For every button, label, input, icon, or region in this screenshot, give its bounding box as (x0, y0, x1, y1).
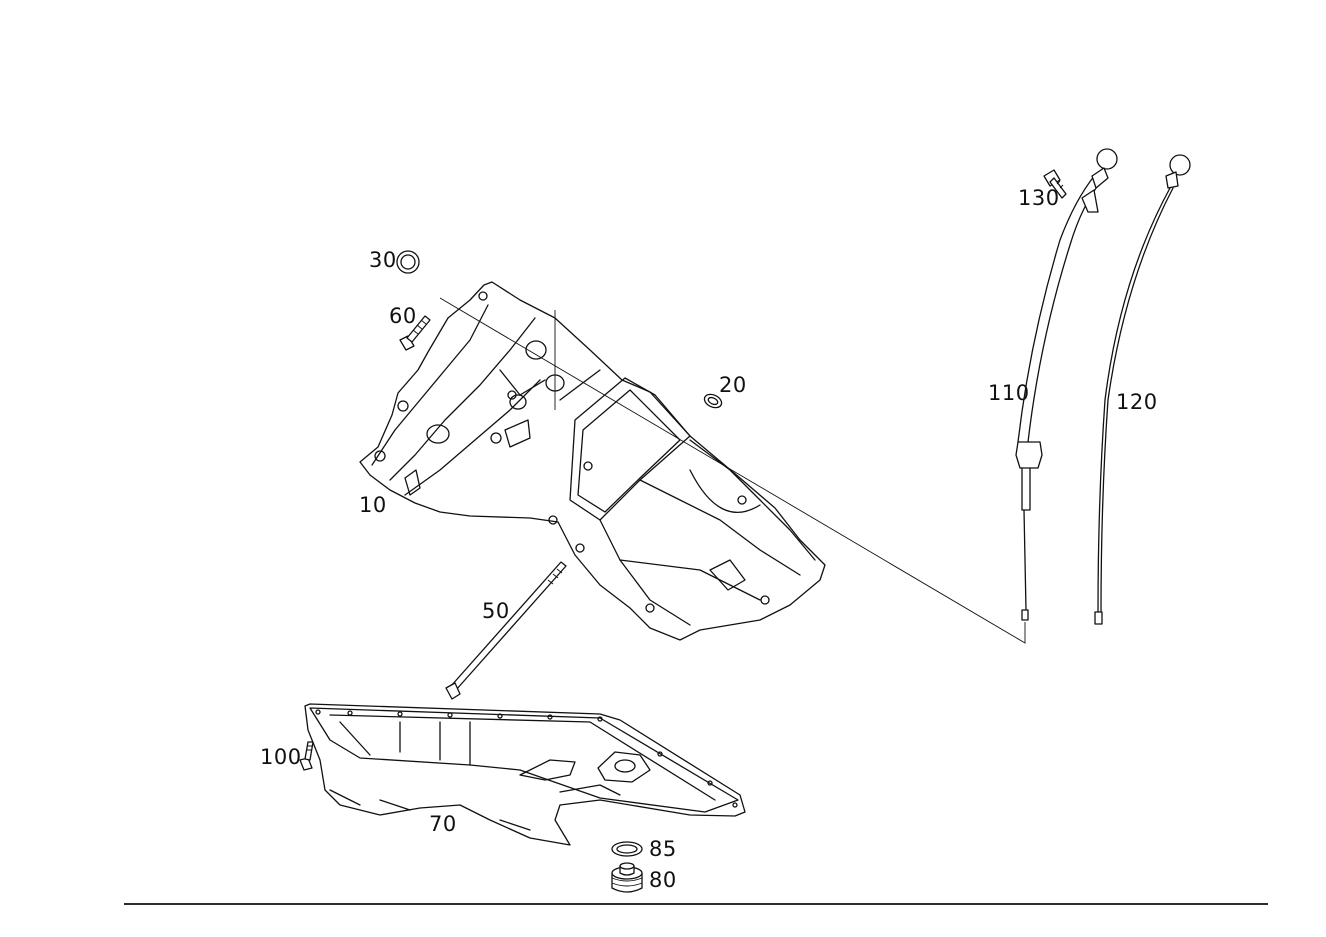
part-10-upper-oil-pan[interactable] (359, 281, 826, 641)
part-30-plug[interactable] (396, 250, 420, 274)
part-20-o-ring[interactable] (702, 392, 723, 410)
part-80-drain-plug[interactable] (611, 862, 643, 893)
callout-80: 80 (649, 868, 677, 892)
assembly-leader-lines (439, 297, 1026, 644)
part-85-seal-ring[interactable] (611, 841, 643, 857)
part-110-dipstick-tube[interactable] (1015, 148, 1118, 621)
callout-100: 100 (260, 745, 302, 769)
part-100-bolt[interactable] (299, 741, 314, 771)
callout-110: 110 (988, 381, 1030, 405)
callout-130: 130 (1018, 186, 1060, 210)
callout-85: 85 (649, 837, 677, 861)
part-130-bolt[interactable] (1043, 169, 1067, 199)
part-60-bolt[interactable] (399, 315, 431, 351)
callout-120: 120 (1116, 390, 1158, 414)
part-70-lower-oil-pan[interactable] (304, 703, 746, 846)
callout-60: 60 (389, 304, 417, 328)
part-120-dipstick[interactable] (1094, 154, 1191, 625)
callout-70: 70 (429, 812, 457, 836)
callout-30: 30 (369, 248, 397, 272)
part-50-stud[interactable] (445, 561, 567, 700)
callout-20: 20 (719, 373, 747, 397)
callout-50: 50 (482, 599, 510, 623)
callout-10: 10 (359, 493, 387, 517)
